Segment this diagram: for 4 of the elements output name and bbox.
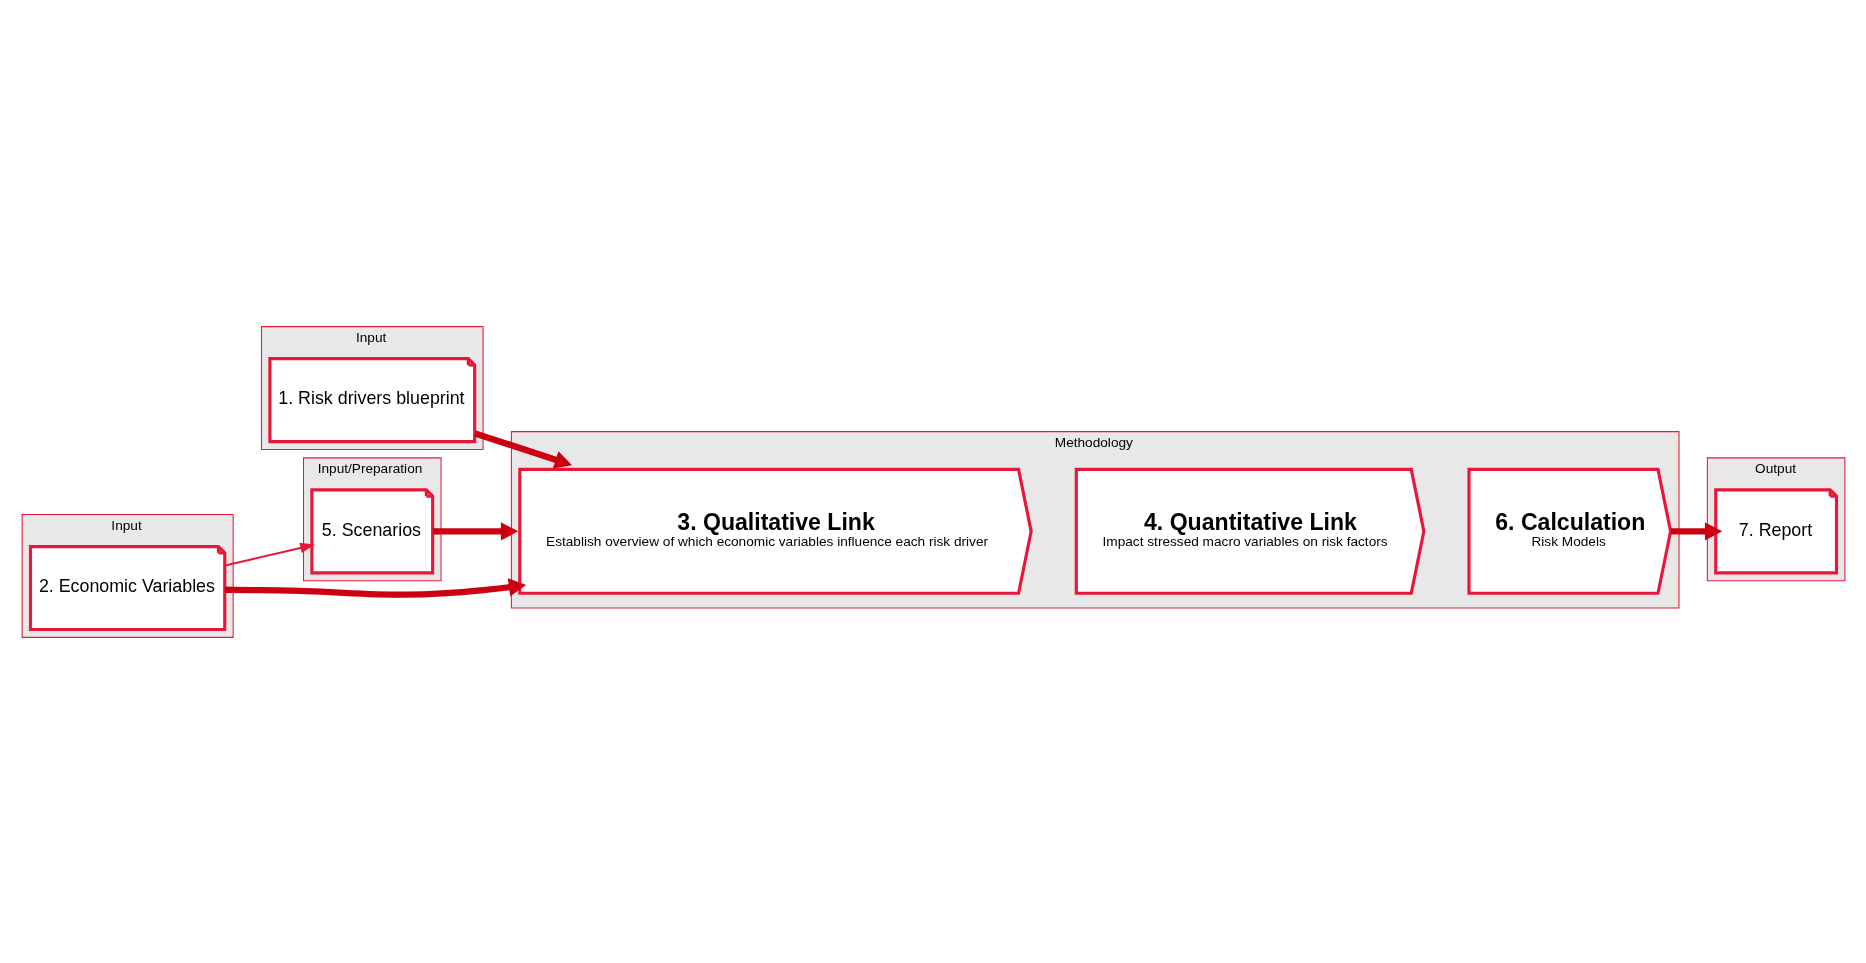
arrow <box>224 577 526 598</box>
arrow <box>432 521 518 540</box>
arrow <box>1670 521 1722 540</box>
arrow <box>224 542 315 567</box>
